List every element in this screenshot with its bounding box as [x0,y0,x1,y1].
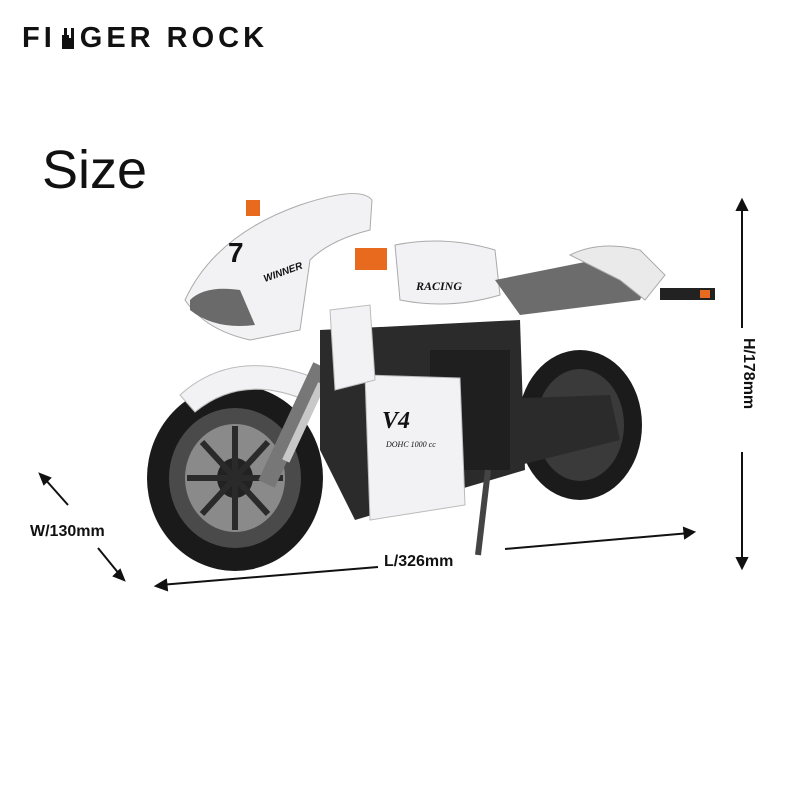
brand-name-right: GER ROCK [79,21,269,54]
width-arrow [38,472,126,582]
tank-decal: RACING [415,279,462,293]
width-label: W/130mm [30,523,105,540]
length-label: L/326mm [384,553,454,570]
race-number: 7 [228,237,244,268]
motorcycle-model: 7 WINNER RACING V4 DOHC 1000 cc [147,193,715,571]
height-arrow [735,197,749,571]
engine-decal: V4 [382,408,410,434]
page-title: Size [42,140,148,200]
engine-subdecal: DOHC 1000 cc [385,440,436,449]
height-label: H/178mm [740,338,757,410]
brand-name-left: FI [22,21,56,54]
rock-hand-icon [61,28,74,49]
front-wheel [147,385,323,571]
brand-logo: FI GER ROCK [22,20,268,56]
length-arrow [153,526,697,592]
